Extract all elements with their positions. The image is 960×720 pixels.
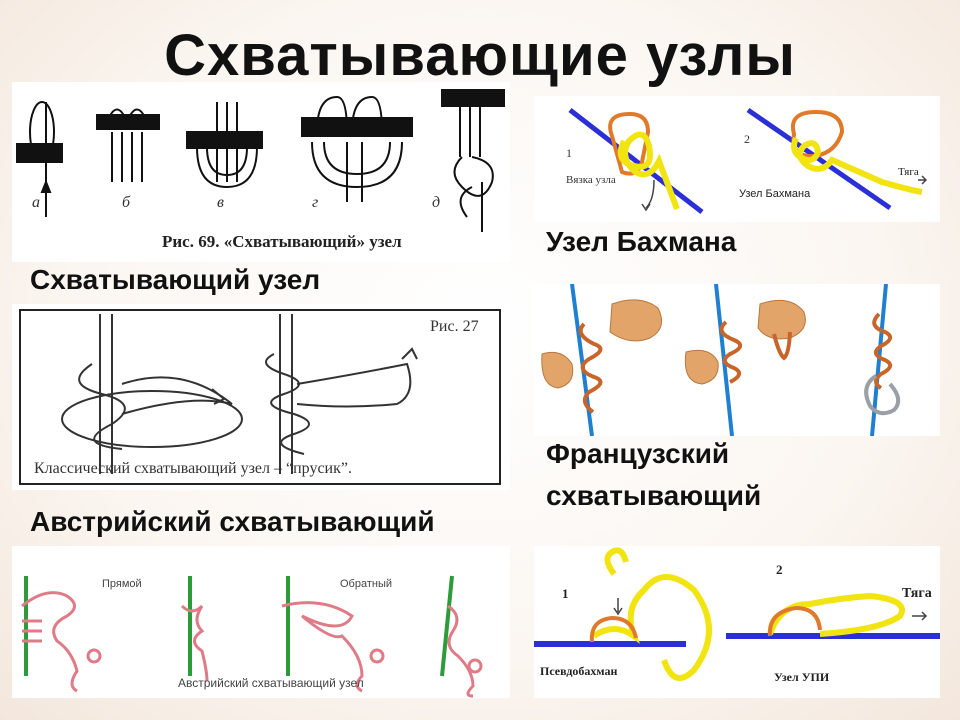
bachmann-step2-number: 2: [744, 132, 750, 147]
rope-4: [442, 576, 452, 676]
bachmann-step2-label: Узел Бахмана: [739, 188, 810, 200]
prusik-caption: Классический схватывающий узел – “прусик…: [34, 460, 352, 478]
french-panel: [534, 284, 940, 436]
prusik-panel: Рис. 27 Классический схватывающий узел –…: [12, 304, 510, 490]
bachmann-step1-label: Вязка узла: [566, 174, 616, 186]
upi-step1-number: 1: [562, 586, 569, 602]
upi-pull-label: Тяга: [902, 586, 932, 602]
bar-e: [442, 90, 504, 106]
letter-e: д: [432, 194, 440, 211]
hand-2: [542, 352, 573, 388]
austrian-caption: Австрийский схватывающий узел: [178, 676, 364, 690]
bachmann-panel: 1 Вязка узла 2 Узел Бахмана Тяга: [534, 96, 940, 222]
bachmann-step1-number: 1: [566, 146, 572, 161]
letter-a: а: [32, 194, 40, 211]
bar-b: [97, 115, 159, 129]
hand-3: [758, 300, 805, 338]
upi-cord-loop: [607, 550, 626, 574]
figure-69-caption: Рис. 69. «Схватывающий» узел: [162, 232, 402, 252]
bar-a: [17, 144, 62, 162]
page-title: Схватывающие узлы: [0, 22, 960, 89]
french-carabiner: [866, 376, 898, 413]
austrian-label-reverse: Обратный: [340, 578, 392, 590]
caption-austrian: Австрийский схватывающий: [30, 506, 435, 538]
upi-step2-label: Узел УПИ: [774, 670, 829, 685]
bar-c: [187, 132, 262, 148]
caption-bachmann: Узел Бахмана: [546, 226, 736, 258]
letter-d: г: [312, 194, 318, 211]
austrian-panel: Прямой Обратный Австрийский схватывающий…: [12, 546, 510, 698]
letter-b: б: [122, 194, 131, 211]
caption-grasping-knot: Схватывающий узел: [30, 264, 320, 296]
prusik-figure-number: Рис. 27: [430, 318, 479, 336]
caption-french-line2: схватывающий: [546, 480, 761, 512]
caption-french-line1: Французский: [546, 438, 729, 470]
hand-4: [685, 350, 718, 384]
main-rope-1: [570, 110, 702, 212]
french-cord-1: [581, 324, 601, 412]
upi-cord-1: [594, 577, 709, 678]
upi-step1-label: Псевдобахман: [540, 664, 617, 679]
bachmann-pull-label: Тяга: [898, 166, 919, 178]
french-drawing: [534, 284, 940, 436]
hand-1: [610, 300, 662, 341]
upi-panel: 1 Псевдобахман 2 Узел УПИ Тяга: [534, 546, 940, 698]
austrian-label-straight: Прямой: [102, 578, 142, 590]
bar-d: [302, 118, 412, 136]
upi-cord-2: [770, 596, 902, 634]
upi-step2-number: 2: [776, 562, 783, 578]
figure-69-panel: а б в г д Рис. 69. «Схватывающий» узел: [12, 82, 510, 262]
bachmann-drawing: [534, 96, 940, 222]
letter-c: в: [217, 194, 224, 211]
